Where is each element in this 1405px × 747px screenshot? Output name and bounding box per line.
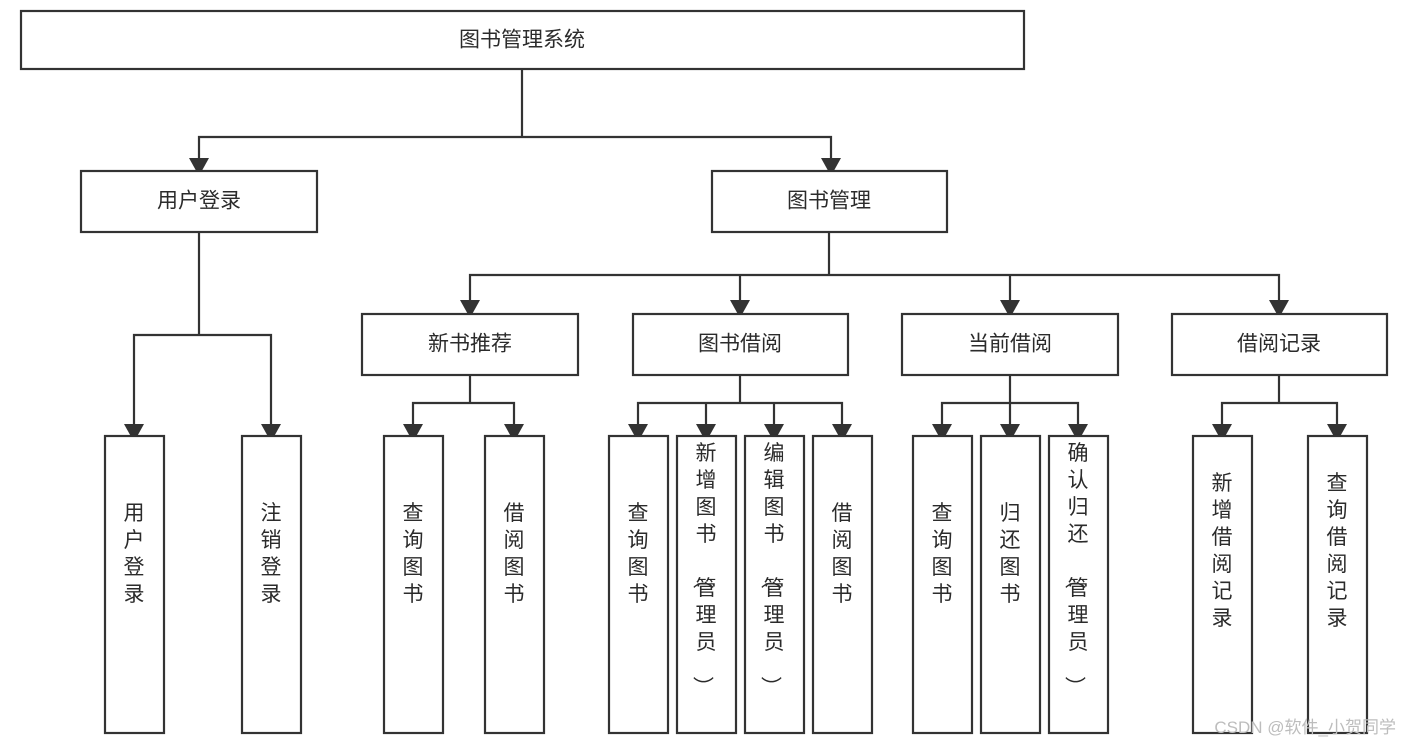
arrow-to-leaf-borrow-book-1	[504, 424, 524, 442]
leaf-return-book-box[interactable]	[979, 434, 1042, 735]
leaf-borrow-book-2-box[interactable]	[811, 434, 874, 735]
leaf-edit-book-label: 编辑图书（管理员）	[759, 442, 785, 697]
leaf-logout-box[interactable]	[240, 434, 303, 735]
csdn-watermark: CSDN @软件_小贺同学	[1214, 718, 1396, 737]
arrow-to-leaf-query-record	[1327, 424, 1347, 442]
arrow-to-records	[1269, 300, 1289, 318]
leaf-query-book-3[interactable]: 查询图书	[911, 434, 974, 735]
edge-book-mgmt-bus	[468, 230, 1281, 302]
arrow-to-book-mgmt	[821, 158, 841, 176]
node-current-box[interactable]	[900, 312, 1120, 377]
arrow-to-leaf-borrow-book-2	[832, 424, 852, 442]
edge-current-bus	[940, 373, 1080, 426]
node-root-label: 图书管理系统	[459, 29, 585, 52]
arrow-to-leaf-add-book	[696, 424, 716, 442]
leaf-query-book-3-box[interactable]	[911, 434, 974, 735]
leaf-add-record[interactable]: 新增借阅记录	[1191, 434, 1254, 735]
edge-borrow-bus	[636, 373, 844, 426]
arrow-to-leaf-confirm-return	[1068, 424, 1088, 442]
node-user-login[interactable]: 用户登录	[79, 169, 319, 234]
leaf-logout-label: 注销登录	[261, 502, 282, 606]
edge-records-bus	[1220, 373, 1339, 426]
leaf-user-login-box[interactable]	[103, 434, 166, 735]
leaf-borrow-book-2-label: 借阅图书	[832, 502, 853, 606]
arrow-to-new-book	[460, 300, 480, 318]
leaf-add-book-box[interactable]	[675, 434, 738, 735]
leaf-return-book-label: 归还图书	[1000, 502, 1021, 606]
leaf-user-login[interactable]: 用户登录	[103, 434, 166, 735]
leaf-query-book-1[interactable]: 查询图书	[382, 434, 445, 735]
node-borrow[interactable]: 图书借阅	[631, 312, 850, 377]
node-borrow-box[interactable]	[631, 312, 850, 377]
node-root[interactable]: 图书管理系统	[19, 9, 1026, 71]
node-book-mgmt-label: 图书管理	[787, 190, 871, 213]
leaf-confirm-return[interactable]: 确认归还（管理员）	[1047, 434, 1110, 735]
leaf-query-book-1-label: 查询图书	[403, 502, 424, 606]
arrow-to-leaf-query-book-3	[932, 424, 952, 442]
leaf-query-record[interactable]: 查询借阅记录	[1306, 434, 1369, 735]
arrow-to-leaf-logout	[261, 424, 281, 442]
node-borrow-label: 图书借阅	[698, 333, 782, 356]
leaf-return-book[interactable]: 归还图书	[979, 434, 1042, 735]
arrow-to-borrow	[730, 300, 750, 318]
node-user-login-label: 用户登录	[157, 190, 241, 213]
leaf-query-book-2[interactable]: 查询图书	[607, 434, 670, 735]
node-new-book[interactable]: 新书推荐	[360, 312, 580, 377]
leaf-query-book-3-label: 查询图书	[932, 502, 953, 606]
leaf-edit-book-box[interactable]	[743, 434, 806, 735]
leaf-query-book-2-label: 查询图书	[628, 502, 649, 606]
leaf-logout[interactable]: 注销登录	[240, 434, 303, 735]
arrow-to-leaf-query-book-1	[403, 424, 423, 442]
leaf-add-book[interactable]: 新增图书（管理员）	[675, 434, 738, 735]
node-book-mgmt-box[interactable]	[710, 169, 949, 234]
node-records[interactable]: 借阅记录	[1170, 312, 1389, 377]
leaf-borrow-book-1[interactable]: 借阅图书	[483, 434, 546, 735]
arrow-to-current	[1000, 300, 1020, 318]
arrow-to-leaf-edit-book	[764, 424, 784, 442]
node-current[interactable]: 当前借阅	[900, 312, 1120, 377]
leaf-query-record-box[interactable]	[1306, 434, 1369, 735]
node-new-book-box[interactable]	[360, 312, 580, 377]
node-records-box[interactable]	[1170, 312, 1389, 377]
leaf-query-book-1-box[interactable]	[382, 434, 445, 735]
arrow-to-leaf-user-login	[124, 424, 144, 442]
edge-user-login-bus	[132, 230, 273, 426]
arrow-to-leaf-add-record	[1212, 424, 1232, 442]
leaf-add-record-box[interactable]	[1191, 434, 1254, 735]
node-user-login-box[interactable]	[79, 169, 319, 234]
leaf-borrow-book-1-box[interactable]	[483, 434, 546, 735]
leaf-query-book-2-box[interactable]	[607, 434, 670, 735]
node-records-label: 借阅记录	[1237, 333, 1321, 356]
leaf-edit-book[interactable]: 编辑图书（管理员）	[743, 434, 806, 735]
leaf-confirm-return-label: 确认归还（管理员）	[1063, 442, 1089, 697]
arrow-to-leaf-query-book-2	[628, 424, 648, 442]
node-current-label: 当前借阅	[968, 333, 1052, 356]
leaf-confirm-return-box[interactable]	[1047, 434, 1110, 735]
leaf-query-record-label: 查询借阅记录	[1327, 472, 1348, 630]
edge-root-bus	[197, 67, 833, 160]
leaf-add-record-label: 新增借阅记录	[1212, 472, 1233, 630]
node-book-mgmt[interactable]: 图书管理	[710, 169, 949, 234]
leaf-borrow-book-2[interactable]: 借阅图书	[811, 434, 874, 735]
node-root-box[interactable]	[19, 9, 1026, 71]
leaf-add-book-label: 新增图书（管理员）	[691, 442, 717, 697]
edge-new-book-bus	[411, 373, 516, 426]
arrow-to-leaf-return-book	[1000, 424, 1020, 442]
leaf-borrow-book-1-label: 借阅图书	[504, 502, 525, 606]
arrow-to-user-login	[189, 158, 209, 176]
leaf-user-login-label: 用户登录	[124, 502, 145, 606]
connector-layer	[124, 67, 1347, 442]
node-new-book-label: 新书推荐	[428, 333, 512, 356]
